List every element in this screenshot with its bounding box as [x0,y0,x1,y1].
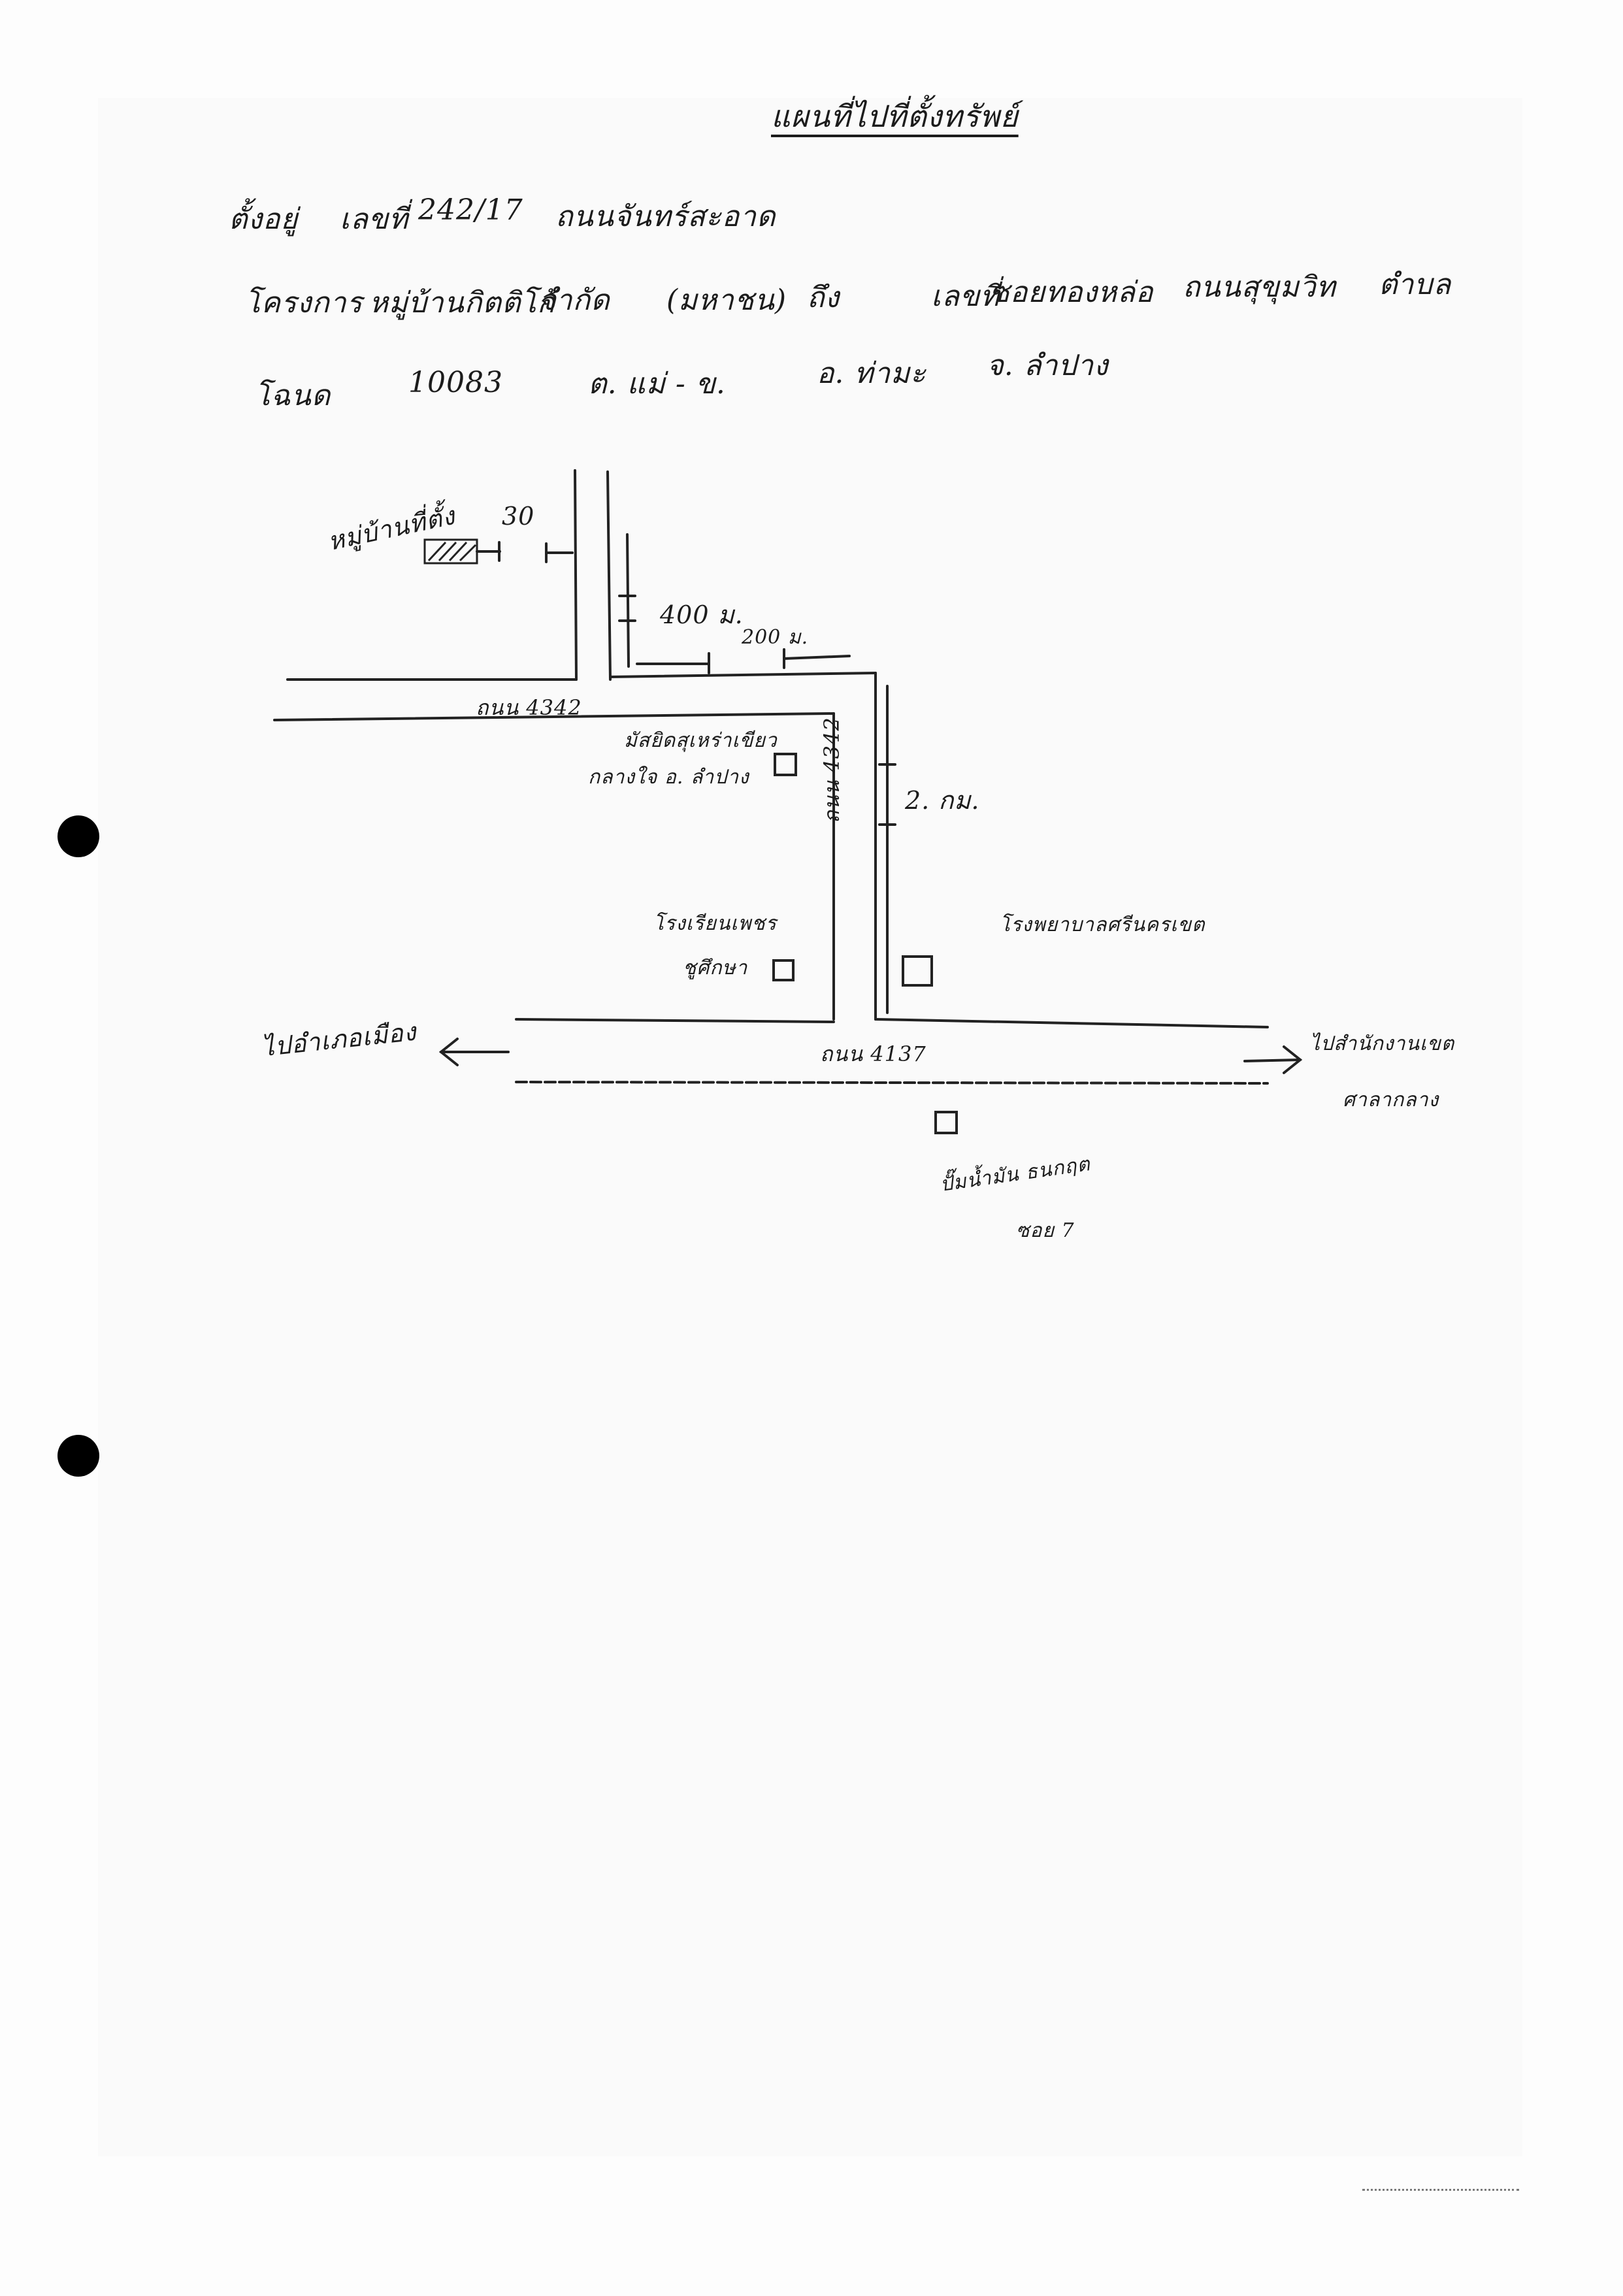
page-title: แผนที่ไปที่ตั้งทรัพย์ [771,99,1019,134]
hospital-box [902,955,933,987]
temple-sublabel: กลางใจ อ. ลำปาง [588,766,749,789]
school-left-sublabel: ชูศึกษา [683,957,748,979]
address-line-2-part-7: ซอยทองหล่อ [990,276,1154,309]
road-top-lower-edge [273,712,835,721]
address-line-1-part-1: ตั้งอยู่ [229,203,299,236]
punch-hole-top [57,815,99,857]
market-sublabel: ซอย 7 [1016,1219,1075,1242]
property-distance-label: 30 [502,502,535,531]
address-line-3-part-4: อ. ท่ามะ [817,357,926,390]
address-line-1-part-4: ถนนจันทร์สะอาด [555,200,776,233]
address-line-2-part-5: ถึง [807,281,840,314]
address-line-2-part-4: (มหาชน) [666,284,787,317]
road-bottom-upper-left [515,1018,835,1023]
address-line-2-part-9: ตำบล [1379,268,1452,301]
distance-2km-label: 2. กม. [905,786,980,815]
temple-box [774,753,797,776]
road-top-upper-edge-right [609,672,877,678]
address-line-3-part-1: โฉนด [255,379,331,412]
road-side-label: ถนน 4342 [819,717,844,823]
dim-200-right [783,655,851,660]
left-arrow-head [438,1038,459,1066]
right-destination-label: ไปสำนักงานเขต [1310,1032,1455,1055]
dim-400-line [626,533,630,668]
hospital-label: โรงพยาบาลศรีนครเขต [1000,913,1205,936]
address-line-2-part-3: จำกัด [539,284,610,317]
school-left-label: โรงเรียนเพชร [653,912,777,935]
temple-label: มัสยิดสุเหร่าเขียว [624,729,778,752]
soi-right-edge [606,470,612,681]
right-arrow-shaft [1243,1058,1302,1062]
punch-hole-bottom [57,1435,99,1477]
road-bottom-upper-right [874,1018,1269,1028]
scan-shadow [98,98,1522,2156]
address-line-2-part-8: ถนนสุขุมวิท [1183,271,1336,304]
road-bottom-lower [515,1081,1269,1085]
footer-dotted-line [1362,2189,1519,2191]
distance-200-label: 200 ม. [742,626,809,649]
address-line-3-part-5: จ. ลำปาง [987,349,1109,382]
address-line-2-part-2: หมู่บ้านกิตติโก้ [369,286,555,320]
property-marker [423,538,478,565]
address-line-1-part-2: เลขที่ [340,203,409,236]
address-line-1-part-3: 242/17 [418,193,523,227]
soi-left-edge [574,469,578,681]
address-line-2-part-6: เลขที่ [931,280,1000,313]
address-line-3-part-3: ต. แม่ - ข. [588,367,726,401]
road-top-label: ถนน 4342 [476,695,582,720]
market-box [934,1111,958,1134]
address-line-3-part-2: 10083 [408,366,503,399]
school-left-box [772,959,795,981]
right-destination-sublabel: ศาลากลาง [1343,1089,1439,1111]
road-bottom-label: ถนน 4137 [820,1041,926,1066]
right-arrow-head [1283,1045,1303,1074]
distance-400-label: 400 ม. [660,600,744,629]
address-line-2-part-1: โครงการ [245,286,363,320]
